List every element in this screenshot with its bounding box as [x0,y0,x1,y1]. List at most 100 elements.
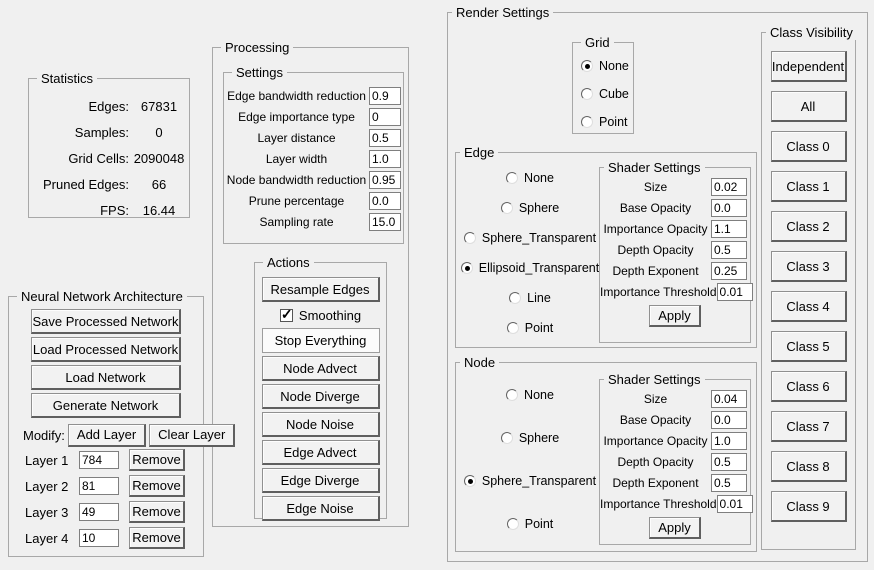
grid-option-none[interactable]: None [581,55,633,76]
edge-depth-opacity-input[interactable] [711,240,747,259]
layer-2-remove-button[interactable]: Remove [129,475,185,497]
render-settings-title: Render Settings [452,5,554,20]
setting-label: Layer distance [257,130,336,145]
resample-edges-button[interactable]: Resample Edges [261,277,380,302]
radio-icon [463,232,476,244]
class-5-button[interactable]: Class 5 [770,331,847,362]
save-processed-network-button[interactable]: Save Processed Network [31,309,181,334]
layer-3-remove-button[interactable]: Remove [129,501,185,523]
generate-network-button[interactable]: Generate Network [31,393,181,418]
node-option-sphere-transparent[interactable]: Sphere_Transparent [463,470,596,491]
node-bandwidth-reduction-input[interactable] [369,170,401,189]
edge-depth-exponent-input[interactable] [711,261,747,280]
checkbox-icon[interactable] [279,306,293,323]
stat-label: Pruned Edges: [42,176,129,192]
layer-1-remove-button[interactable]: Remove [129,449,185,471]
node-importance-opacity-input[interactable] [711,431,747,450]
load-network-button[interactable]: Load Network [31,365,181,390]
node-size-input[interactable] [711,389,747,408]
layer-distance-input[interactable] [369,128,401,147]
edge-importance-opacity-input[interactable] [711,219,747,238]
node-apply-button[interactable]: Apply [649,517,701,539]
edge-importance-threshold-input[interactable] [716,282,753,301]
edge-option-ellipsoid-transparent[interactable]: Ellipsoid_Transparent [460,258,599,279]
class-3-button[interactable]: Class 3 [770,251,847,282]
layer-1-input[interactable] [79,451,119,469]
radio-icon [500,431,513,444]
add-layer-button[interactable]: Add Layer [67,423,147,447]
stat-value: 67831 [140,98,178,114]
edge-option-none[interactable]: None [506,168,554,189]
node-noise-button[interactable]: Node Noise [261,412,380,437]
stat-row-fps: FPS: 16.44 [29,197,189,223]
layer-row-3: Layer 3 Remove [9,499,203,525]
settings-title: Settings [232,65,287,80]
statistics-title: Statistics [37,71,98,86]
stat-value: 2090048 [133,150,185,166]
class-9-button[interactable]: Class 9 [770,491,847,522]
class-6-button[interactable]: Class 6 [770,371,847,402]
load-processed-network-button[interactable]: Load Processed Network [31,337,181,362]
grid-option-cube[interactable]: Cube [581,83,633,104]
clear-layer-button[interactable]: Clear Layer [149,423,236,447]
edge-size-input[interactable] [711,177,747,196]
edge-option-sphere[interactable]: Sphere [500,198,559,219]
layer-3-input[interactable] [79,503,119,521]
stat-row-pruned-edges: Pruned Edges: 66 [29,171,189,197]
edge-advect-button[interactable]: Edge Advect [261,440,380,465]
layer-2-input[interactable] [79,477,119,495]
shader-row: Depth Opacity [600,239,750,260]
edge-base-opacity-input[interactable] [711,198,747,217]
shader-row: Importance Threshold [600,493,753,514]
layer-width-input[interactable] [369,149,401,168]
edge-diverge-button[interactable]: Edge Diverge [261,468,380,493]
stat-label: Edges: [88,98,129,114]
node-diverge-button[interactable]: Node Diverge [261,384,380,409]
node-option-none[interactable]: None [506,384,554,405]
edge-option-point[interactable]: Point [506,318,553,339]
node-option-sphere[interactable]: Sphere [500,427,559,448]
sampling-rate-input[interactable] [369,212,401,231]
node-option-point[interactable]: Point [506,513,553,534]
class-all-button[interactable]: All [770,91,847,122]
edge-apply-button[interactable]: Apply [649,305,701,327]
class-2-button[interactable]: Class 2 [770,211,847,242]
class-8-button[interactable]: Class 8 [770,451,847,482]
edge-bandwidth-reduction-input[interactable] [369,86,401,105]
radio-icon [506,388,519,401]
layer-2-label: Layer 2 [25,478,69,494]
node-depth-exponent-input[interactable] [711,473,747,492]
prune-percentage-input[interactable] [369,191,401,210]
edge-group: Edge None Sphere Sphere_Transparent Elli… [455,145,757,348]
node-importance-threshold-input[interactable] [716,494,753,513]
node-base-opacity-input[interactable] [711,410,747,429]
layer-4-input[interactable] [79,529,119,547]
node-group: Node None Sphere Sphere_Transparent Poin… [455,355,757,552]
actions-group: Actions Resample Edges Smoothing Stop Ev… [254,255,387,521]
shader-row: Size [600,176,750,197]
setting-row: Prune percentage [224,190,403,211]
class-visibility-group: Class Visibility Independent All Class 0… [761,25,857,550]
edge-noise-button[interactable]: Edge Noise [261,496,380,521]
radio-icon [506,322,519,334]
class-1-button[interactable]: Class 1 [770,171,847,202]
edge-option-sphere-transparent[interactable]: Sphere_Transparent [463,228,596,249]
class-0-button[interactable]: Class 0 [770,131,847,162]
node-depth-opacity-input[interactable] [711,452,747,471]
radio-icon [500,202,513,214]
grid-option-point[interactable]: Point [581,111,633,132]
edge-shader-settings-title: Shader Settings [604,160,705,175]
class-7-button[interactable]: Class 7 [770,411,847,442]
stat-label: Samples: [74,124,129,140]
class-independent-button[interactable]: Independent [770,51,847,82]
stop-everything-button[interactable]: Stop Everything [261,328,380,353]
shader-row: Depth Opacity [600,451,750,472]
layer-4-remove-button[interactable]: Remove [129,527,185,549]
smoothing-checkbox-row[interactable]: Smoothing [279,305,361,325]
processing-settings-group: Settings Edge bandwidth reduction Edge i… [223,65,404,244]
stat-value: 66 [151,176,167,192]
class-4-button[interactable]: Class 4 [770,291,847,322]
edge-importance-type-input[interactable] [369,107,401,126]
node-advect-button[interactable]: Node Advect [261,356,380,381]
edge-option-line[interactable]: Line [509,288,551,309]
